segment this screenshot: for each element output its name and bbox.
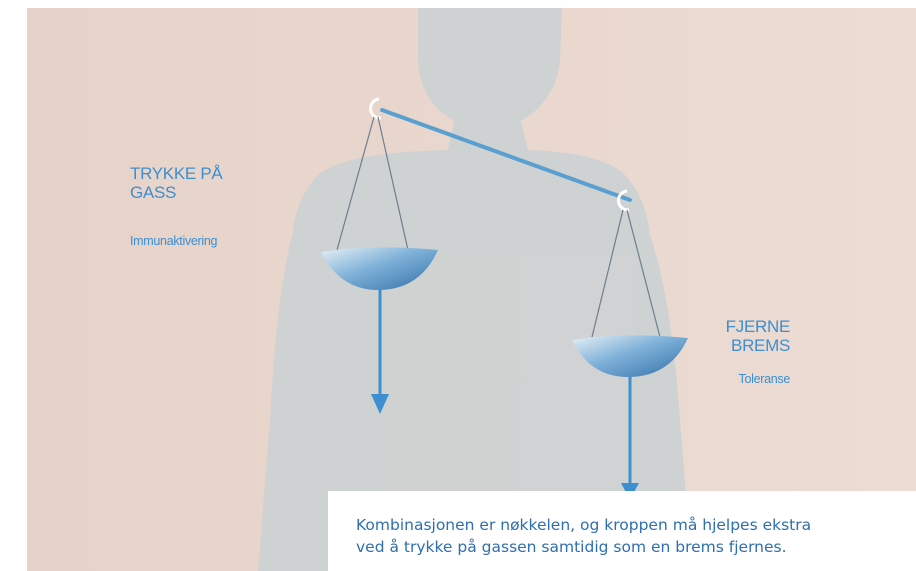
right-pan-title-line1: FJERNE [725, 317, 791, 336]
right-pivot-hook [617, 189, 630, 212]
left-pan-title-line1: TRYKKE PÅ [130, 164, 223, 183]
body-silhouette [258, 8, 692, 571]
right-pan-strings [591, 209, 661, 338]
left-pan-title: TRYKKE PÅ GASS [130, 164, 270, 202]
right-scale-pan [572, 335, 688, 377]
balance-beam [380, 108, 632, 202]
left-down-arrow [371, 290, 389, 414]
right-pan-title-line2: BREMS [731, 336, 790, 355]
caption-line-2: ved å trykke på gassen samtidig som en b… [356, 538, 787, 556]
right-pan-subtitle: Toleranse [738, 372, 791, 386]
left-pan-strings [336, 116, 409, 251]
left-pan-title-line2: GASS [130, 183, 177, 202]
caption-line-1: Kombinasjonen er nøkkelen, og kroppen må… [356, 516, 812, 534]
left-scale-pan [321, 247, 438, 290]
caption-box [328, 491, 916, 571]
right-pan-title: FJERNE BREMS [700, 317, 791, 355]
caption: Kombinasjonen er nøkkelen, og kroppen må… [356, 514, 896, 558]
left-pan-subtitle: Immunaktivering [130, 234, 218, 248]
